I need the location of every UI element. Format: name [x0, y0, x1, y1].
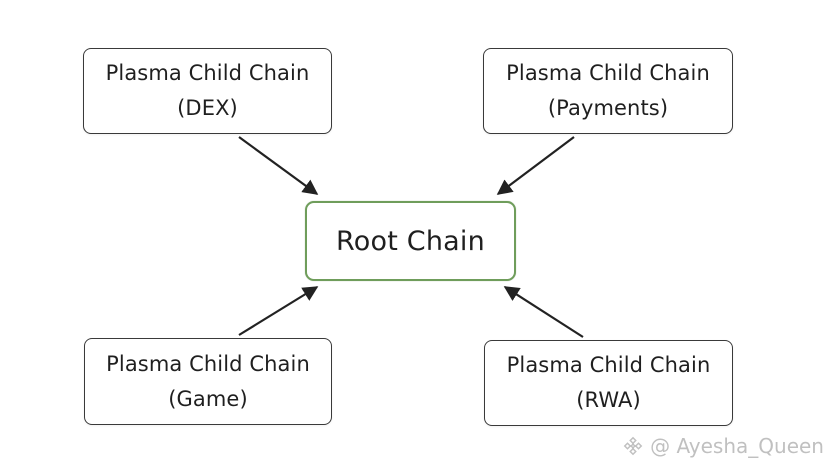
root-chain-label: Root Chain [336, 225, 485, 257]
node-dex-title: Plasma Child Chain [105, 61, 310, 85]
arrow-rwa-to-root [503, 286, 584, 338]
node-dex-subtitle: (DEX) [177, 96, 238, 120]
node-payments-title: Plasma Child Chain [506, 61, 710, 85]
root-chain-node: Root Chain [305, 201, 516, 281]
node-game-title: Plasma Child Chain [106, 351, 310, 376]
watermark-text: @ Ayesha_Queen [650, 434, 824, 458]
arrow-payments-to-root [496, 136, 575, 195]
node-dex: Plasma Child Chain (DEX) [83, 48, 332, 134]
binance-logo-icon [623, 436, 643, 456]
node-payments: Plasma Child Chain (Payments) [483, 48, 733, 134]
node-game-subtitle: (Game) [168, 386, 248, 411]
node-game: Plasma Child Chain (Game) [84, 338, 332, 425]
node-rwa: Plasma Child Chain (RWA) [484, 340, 733, 426]
node-rwa-subtitle: (RWA) [576, 388, 641, 412]
node-payments-subtitle: (Payments) [547, 96, 669, 120]
arrow-dex-to-root [238, 136, 319, 195]
arrow-game-to-root [238, 286, 319, 336]
node-rwa-title: Plasma Child Chain [506, 353, 711, 377]
watermark: @ Ayesha_Queen [622, 434, 824, 458]
